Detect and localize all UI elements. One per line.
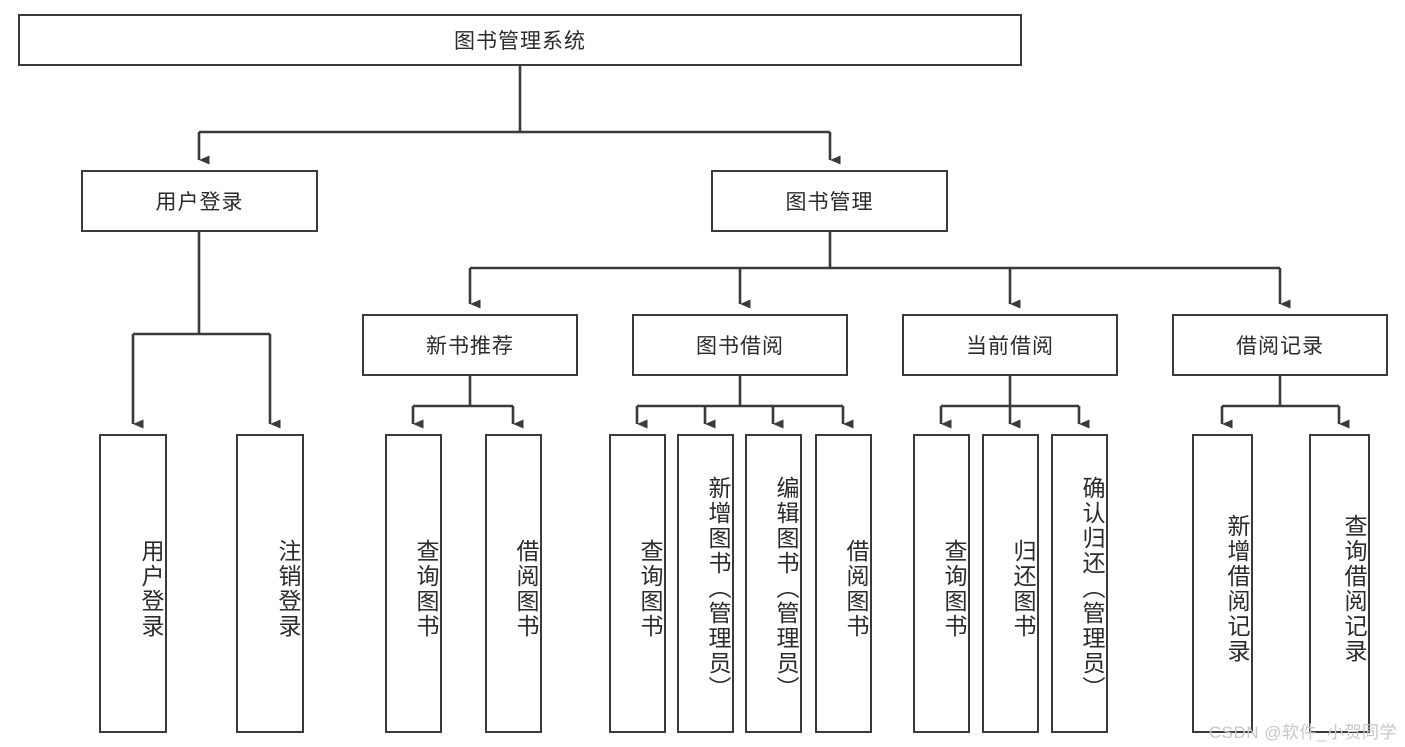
leaf-add-book-admin[interactable]: 新增图书（管理员） bbox=[677, 434, 734, 733]
leaf-label: 查询图书 bbox=[413, 538, 439, 639]
leaf-add-borrow-record[interactable]: 新增借阅记录 bbox=[1192, 434, 1253, 733]
leaf-label: 查询借阅记录 bbox=[1341, 513, 1367, 664]
leaf-borrow-book-recommend[interactable]: 借阅图书 bbox=[485, 434, 542, 733]
leaf-label: 查询图书 bbox=[941, 538, 967, 639]
leaf-label: 归还图书 bbox=[1010, 538, 1036, 639]
node-current-borrow[interactable]: 当前借阅 bbox=[902, 314, 1118, 376]
leaf-confirm-return-admin[interactable]: 确认归还（管理员） bbox=[1051, 434, 1108, 733]
leaf-label: 编辑图书（管理员） bbox=[773, 476, 799, 701]
leaf-return-book[interactable]: 归还图书 bbox=[982, 434, 1039, 733]
leaf-query-book-borrow[interactable]: 查询图书 bbox=[609, 434, 666, 733]
leaf-label: 确认归还（管理员） bbox=[1079, 476, 1105, 701]
leaf-label: 用户登录 bbox=[138, 538, 164, 639]
node-new-book-recommend[interactable]: 新书推荐 bbox=[362, 314, 578, 376]
leaf-label: 注销登录 bbox=[275, 538, 301, 639]
node-user-login[interactable]: 用户登录 bbox=[81, 170, 318, 232]
leaf-label: 借阅图书 bbox=[843, 538, 869, 639]
leaf-logout[interactable]: 注销登录 bbox=[236, 434, 304, 733]
leaf-user-login[interactable]: 用户登录 bbox=[99, 434, 167, 733]
leaf-label: 新增图书（管理员） bbox=[705, 476, 731, 701]
node-book-borrow[interactable]: 图书借阅 bbox=[632, 314, 848, 376]
leaf-query-book-recommend[interactable]: 查询图书 bbox=[385, 434, 442, 733]
leaf-borrow-book[interactable]: 借阅图书 bbox=[815, 434, 872, 733]
node-borrow-record[interactable]: 借阅记录 bbox=[1172, 314, 1388, 376]
leaf-label: 借阅图书 bbox=[513, 538, 539, 639]
leaf-query-book-current[interactable]: 查询图书 bbox=[913, 434, 970, 733]
leaf-query-borrow-record[interactable]: 查询借阅记录 bbox=[1309, 434, 1370, 733]
node-root-system[interactable]: 图书管理系统 bbox=[18, 14, 1022, 66]
leaf-label: 新增借阅记录 bbox=[1224, 513, 1250, 664]
leaf-label: 查询图书 bbox=[637, 538, 663, 639]
leaf-edit-book-admin[interactable]: 编辑图书（管理员） bbox=[745, 434, 802, 733]
node-book-management[interactable]: 图书管理 bbox=[711, 170, 948, 232]
